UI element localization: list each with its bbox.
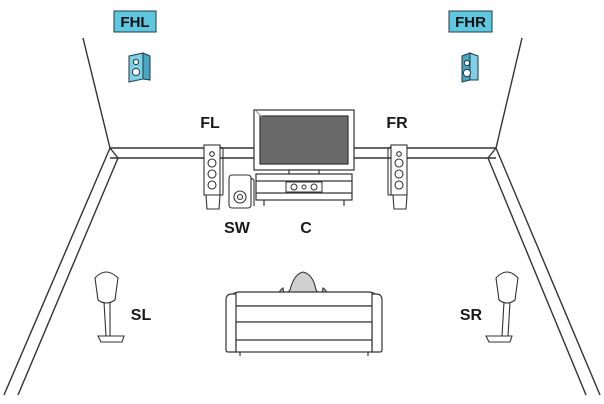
fhr-speaker-icon [461, 52, 479, 83]
fhl-label: FHL [120, 14, 149, 31]
sl-speaker-icon [94, 271, 125, 343]
sl-label: SL [131, 307, 152, 324]
fhr-label-box: FHR [448, 10, 493, 33]
sofa-icon [225, 291, 383, 356]
sw-label: SW [224, 220, 251, 237]
fhl-label-box: FHL [113, 10, 157, 33]
tv-icon [253, 109, 355, 175]
fr-speaker-icon [387, 144, 408, 210]
sr-speaker-icon [485, 271, 519, 343]
sr-label: SR [460, 307, 483, 324]
fr-label: FR [386, 115, 408, 132]
center-speaker-icon [285, 181, 323, 193]
fhl-speaker-icon [128, 52, 151, 83]
fl-label: FL [200, 115, 220, 132]
fhr-label: FHR [455, 14, 486, 31]
subwoofer-icon [228, 174, 255, 209]
c-label: C [300, 220, 312, 237]
fl-speaker-icon [203, 144, 224, 210]
